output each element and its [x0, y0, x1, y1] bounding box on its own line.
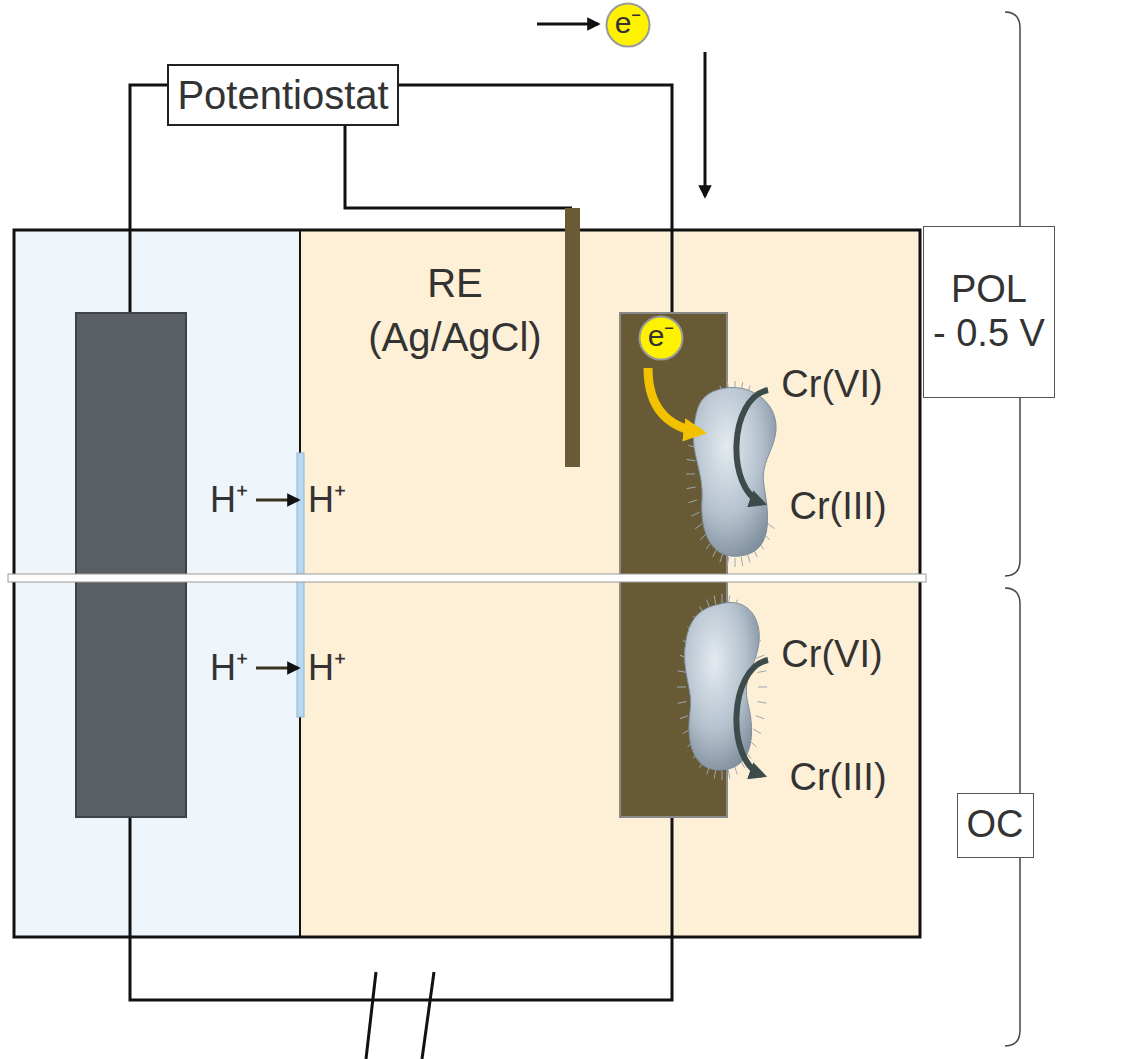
reduction-arrow: [736, 390, 768, 503]
pilus: [695, 523, 702, 528]
bacterium-body: [684, 602, 759, 770]
pilus: [722, 771, 723, 780]
electrode-label: RE (Ag/AgCl): [350, 256, 560, 364]
box-text: OC: [967, 803, 1024, 847]
electron-symbol: e⁻: [615, 6, 642, 41]
pilus: [677, 687, 686, 688]
box-text: - 0.5 V: [933, 312, 1045, 356]
pilus: [687, 459, 696, 460]
electron-transfer-arrow: [648, 368, 700, 432]
proton-arrow: [256, 499, 298, 502]
pilus: [758, 687, 767, 688]
bacterium: [677, 594, 767, 780]
electron-symbol: e⁻: [648, 319, 675, 354]
box-text: POL: [951, 268, 1027, 312]
pilus: [678, 671, 687, 673]
pilus: [747, 554, 750, 563]
pilus: [680, 716, 688, 719]
pilus: [756, 655, 764, 658]
ion-label: H⁺: [210, 644, 248, 693]
anode-chamber: [14, 230, 300, 937]
pilus: [722, 594, 723, 603]
reference-electrode: [565, 208, 580, 467]
circle-outline: [640, 317, 683, 360]
pilus: [688, 500, 697, 503]
pilus: [714, 595, 716, 604]
electron-circle: e⁻: [638, 315, 684, 361]
break-mark: [422, 972, 434, 1059]
pilus: [757, 671, 766, 673]
reduction-arrow: [736, 660, 768, 775]
species-label: Cr(III): [789, 752, 886, 803]
electron-flow-arrow: [704, 52, 707, 196]
pilus: [720, 554, 723, 563]
membrane: [297, 453, 304, 717]
pilus: [728, 770, 730, 779]
species-label: Cr(VI): [781, 629, 882, 680]
species-label: Cr(III): [789, 481, 886, 532]
ion-label: H⁺: [308, 644, 346, 693]
pilus: [735, 558, 736, 567]
pilus: [691, 512, 699, 516]
wire: [345, 126, 572, 208]
species-label: Cr(VI): [781, 359, 882, 410]
pilus: [687, 487, 696, 488]
pilus: [741, 557, 742, 566]
pilus: [727, 557, 728, 566]
bacterium: [686, 381, 776, 567]
wire: [130, 817, 672, 1000]
circle-outline: [607, 4, 650, 47]
separator-band: [8, 574, 926, 582]
pilus: [756, 716, 764, 719]
cathode-chamber: [300, 230, 920, 937]
proton-arrow: [256, 667, 298, 670]
pilus: [753, 729, 761, 734]
box-text: Potentiostat: [177, 72, 388, 118]
electron-circle: e⁻: [605, 2, 651, 48]
ion-label: H⁺: [210, 476, 248, 525]
mode-box: OC: [957, 793, 1034, 858]
pilus: [686, 474, 695, 475]
bacterium-body: [693, 387, 776, 556]
wires: [130, 85, 672, 1000]
pilus: [767, 523, 774, 528]
pilus: [714, 770, 716, 779]
pilus: [757, 702, 766, 704]
instrument-box: Potentiostat: [167, 64, 398, 126]
ion-label: H⁺: [308, 476, 346, 525]
mode-box: POL- 0.5 V: [923, 226, 1055, 398]
anode-electrode: [76, 313, 186, 817]
electron-flow-arrow: [537, 23, 598, 26]
break-mark: [366, 972, 376, 1059]
cell-housing: [14, 230, 920, 937]
pilus: [678, 702, 687, 704]
